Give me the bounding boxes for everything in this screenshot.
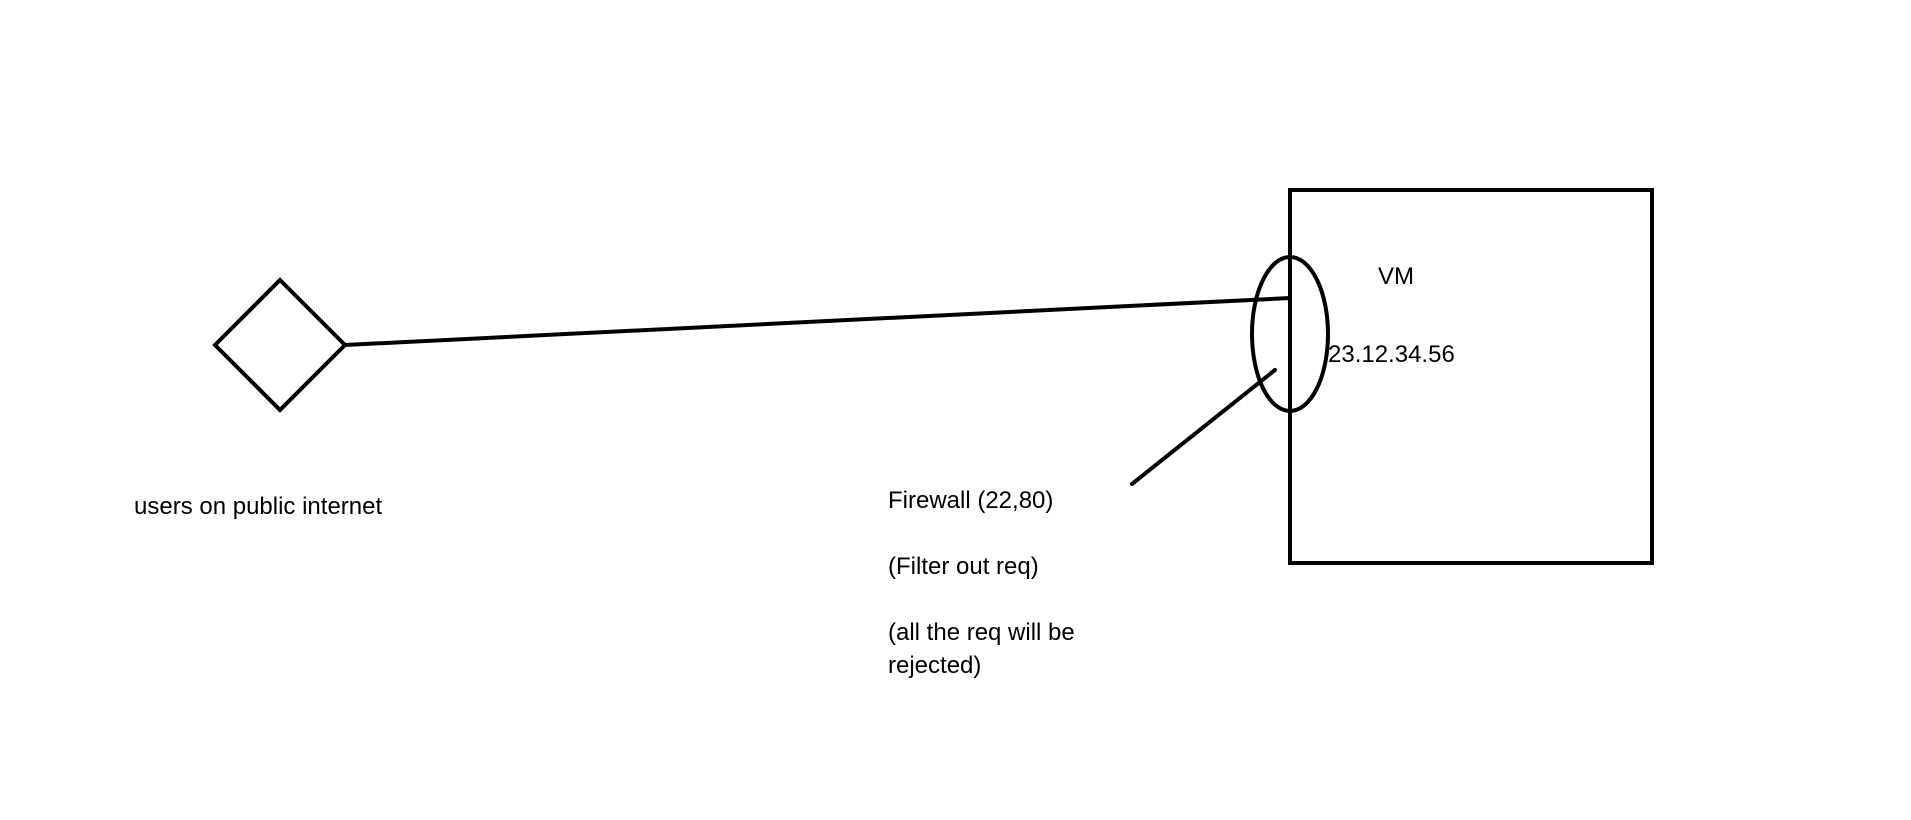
firewall-notes: Firewall (22,80) (Filter out req) (all t… <box>888 484 1108 715</box>
firewall-pointer-line <box>1130 368 1277 486</box>
users-label: users on public internet <box>134 493 383 520</box>
firewall-note-filter: (Filter out req) <box>888 553 1039 580</box>
connection-line <box>343 296 1292 347</box>
firewall-title: Firewall (22,80) <box>888 487 1054 514</box>
users-diamond-shape <box>212 277 348 413</box>
vm-title: VM <box>1378 263 1414 290</box>
firewall-note-rejected: (all the req will be rejected) <box>888 619 1075 679</box>
vm-ip-address: 23.12.34.56 <box>1328 341 1455 368</box>
vm-box <box>1288 188 1654 565</box>
firewall-ellipse <box>1250 255 1330 413</box>
